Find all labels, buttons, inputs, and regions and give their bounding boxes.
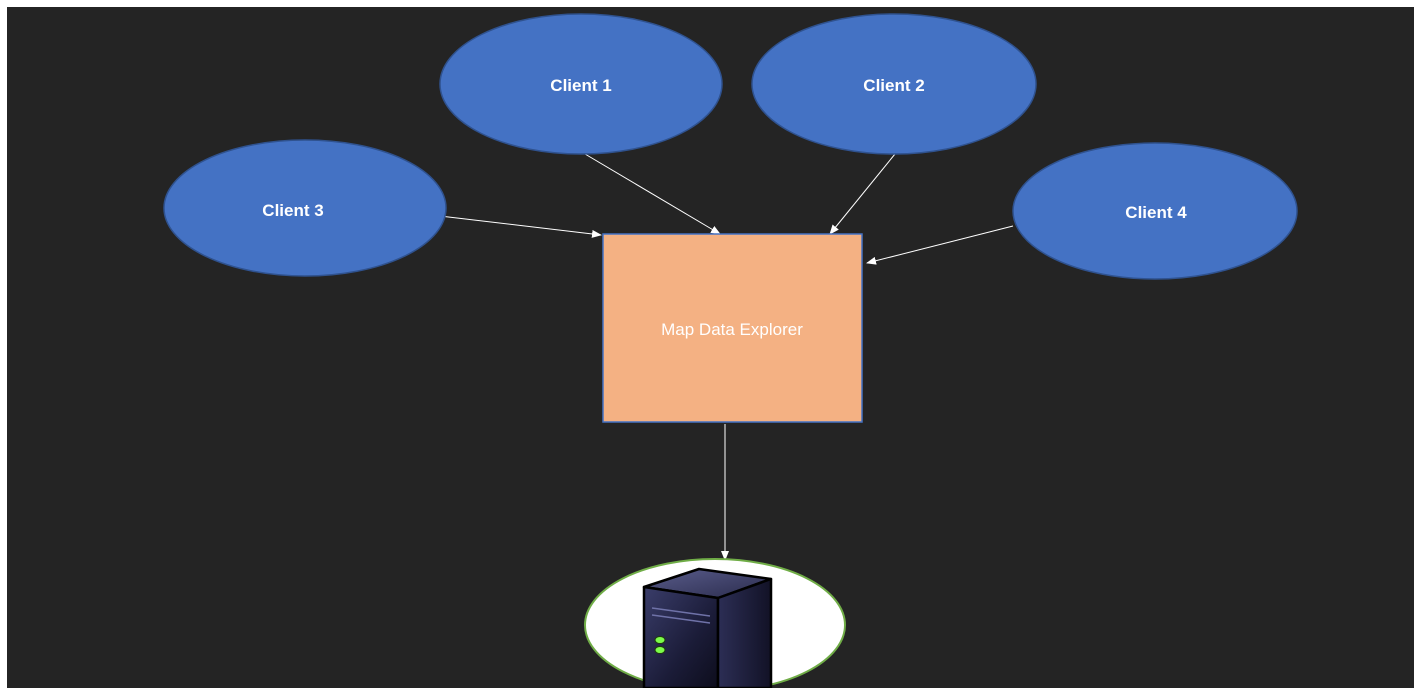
client-3-label: Client 3 [262, 201, 323, 220]
edge-client3-explorer [439, 215, 602, 238]
explorer-node[interactable]: Map Data Explorer [602, 233, 863, 423]
server-tower-icon [642, 567, 773, 688]
client-node-4[interactable]: Client 4 [1012, 142, 1298, 280]
explorer-label: Map Data Explorer [661, 320, 803, 339]
client-4-label: Client 4 [1125, 203, 1187, 222]
edges [439, 153, 1014, 561]
client-node-1[interactable]: Client 1 [439, 13, 723, 155]
client-node-2[interactable]: Client 2 [751, 13, 1037, 155]
edge-client1-explorer [584, 153, 721, 235]
client-node-3[interactable]: Client 3 [163, 139, 447, 277]
client-2-ellipse[interactable] [751, 13, 1037, 155]
client-2-label: Client 2 [863, 76, 924, 95]
client-3-ellipse[interactable] [163, 139, 447, 277]
server-node[interactable] [584, 558, 846, 688]
diagram-svg: Client 1 Client 2 Client 3 Client 4 Map … [163, 13, 1298, 688]
edge-client4-explorer [866, 225, 1014, 265]
client-4-ellipse[interactable] [1012, 142, 1298, 280]
client-1-ellipse[interactable] [439, 13, 723, 155]
explorer-box[interactable] [602, 233, 863, 423]
client-1-label: Client 1 [550, 76, 611, 95]
edge-client2-explorer [829, 153, 896, 235]
diagram-canvas: Client 1 Client 2 Client 3 Client 4 Map … [7, 7, 1414, 688]
